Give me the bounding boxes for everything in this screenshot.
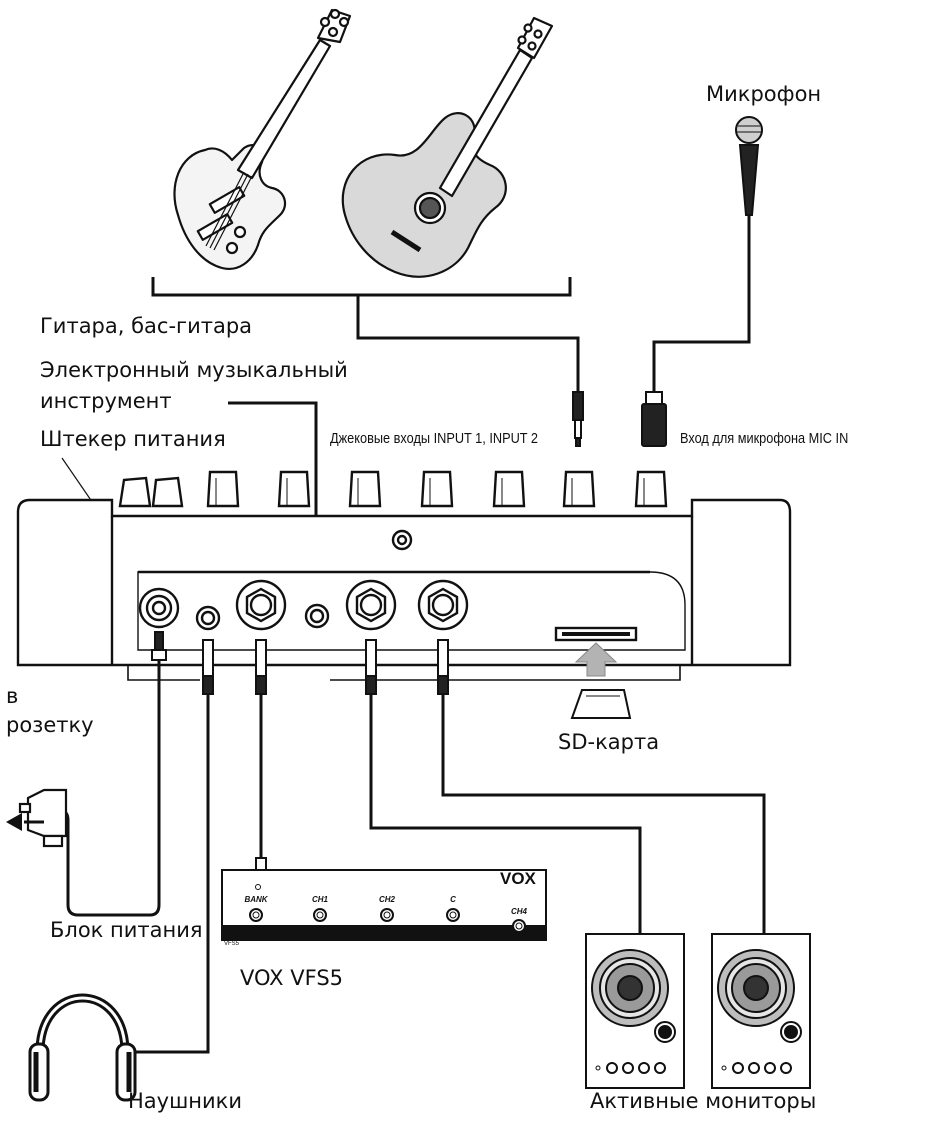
- knob-row: [118, 470, 668, 508]
- label-power-adapter: Блок питания: [50, 918, 203, 942]
- label-sd-card: SD-карта: [558, 730, 660, 754]
- microphone-icon: [735, 116, 763, 216]
- acoustic-guitar-icon: [341, 16, 554, 278]
- power-adapter-icon: [18, 788, 68, 848]
- label-electronic-instrument-line2: инструмент: [40, 389, 172, 413]
- label-footswitch: VOX VFS5: [240, 966, 344, 990]
- label-microphone: Микрофон: [706, 82, 822, 106]
- label-electronic-instrument-line1: Электронный музыкальный: [40, 358, 348, 382]
- headphones-icon: [28, 993, 137, 1102]
- output-plugs: [151, 631, 449, 695]
- label-guitar-bass: Гитара, бас-гитара: [40, 314, 253, 338]
- footswitch-button-label: BANK: [244, 895, 268, 904]
- footswitch-button-label: CH4: [511, 907, 528, 916]
- label-to-outlet-line2: розетку: [6, 713, 94, 737]
- sd-card-icon: [570, 689, 632, 719]
- to-outlet-arrow-icon: [6, 813, 44, 831]
- footswitch-vfs5: [221, 857, 547, 941]
- footswitch-button-label: CH2: [379, 895, 396, 904]
- mic-plug-icon: [641, 391, 667, 447]
- bass-guitar-icon: [173, 8, 352, 270]
- footswitch-brand-logo: VOX: [500, 869, 537, 888]
- footswitch-button-label: C: [450, 895, 456, 904]
- main-unit: [16, 470, 792, 681]
- label-active-monitors: Активные мониторы: [590, 1089, 817, 1113]
- input-jack-plug-icon: [572, 391, 584, 447]
- label-input-jacks: Джековые входы INPUT 1, INPUT 2: [330, 430, 538, 447]
- label-power-plug: Штекер питания: [40, 427, 226, 451]
- instrument-cables: [151, 215, 751, 560]
- label-headphones: Наушники: [128, 1089, 243, 1113]
- sd-card-insert-arrow-icon: [574, 642, 618, 677]
- label-to-outlet-line1: в: [6, 684, 19, 708]
- label-mic-in: Вход для микрофона MIC IN: [680, 430, 849, 447]
- footswitch-button-label: CH1: [312, 895, 329, 904]
- active-monitor-right-icon: [711, 933, 811, 1089]
- active-monitor-left-icon: [585, 933, 685, 1089]
- footswitch-model-tag: VFS5: [224, 941, 240, 947]
